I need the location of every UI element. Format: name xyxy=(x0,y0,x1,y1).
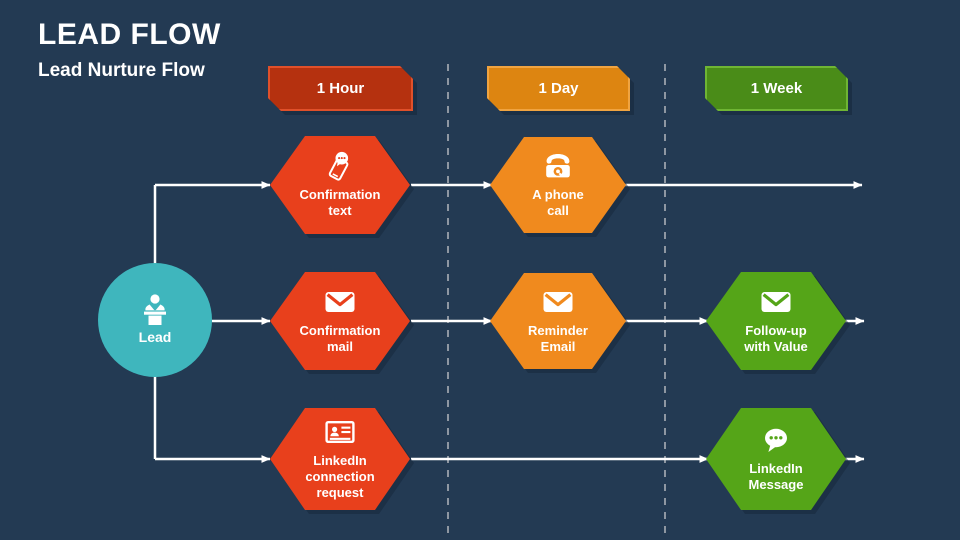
node-label: Follow-up with Value xyxy=(744,323,808,354)
node-linkedin-connection-request[interactable]: LinkedIn connection request xyxy=(270,408,410,510)
timeline-banner-label: 1 Week xyxy=(750,80,803,97)
envelope-icon xyxy=(759,287,793,317)
node-lead[interactable]: Lead xyxy=(98,263,212,377)
envelope-icon xyxy=(541,287,575,317)
node-label: Reminder Email xyxy=(528,323,588,354)
node-reminder-email[interactable]: Reminder Email xyxy=(490,273,626,369)
page-subtitle: Lead Nurture Flow xyxy=(38,60,205,81)
node-a-phone-call[interactable]: A phone call xyxy=(490,137,626,233)
node-label: LinkedIn connection request xyxy=(305,453,375,500)
page-title: LEAD FLOW xyxy=(38,18,221,51)
timeline-banner-1-day[interactable]: 1 Day xyxy=(487,66,630,111)
node-confirmation-mail[interactable]: Confirmation mail xyxy=(270,272,410,370)
phone-message-icon xyxy=(323,151,357,181)
node-confirmation-text[interactable]: Confirmation text xyxy=(270,136,410,234)
timeline-banner-1-week[interactable]: 1 Week xyxy=(705,66,848,111)
timeline-banner-label: 1 Hour xyxy=(316,80,365,97)
timeline-banner-label: 1 Day xyxy=(538,80,579,97)
node-label: Lead xyxy=(138,329,172,345)
envelope-icon xyxy=(323,287,357,317)
telephone-icon xyxy=(541,151,575,181)
timeline-banner-1-hour[interactable]: 1 Hour xyxy=(268,66,413,111)
speech-bubble-icon xyxy=(759,425,793,455)
node-label: LinkedIn Message xyxy=(748,461,804,492)
contact-card-icon xyxy=(323,417,357,447)
node-label: Confirmation text xyxy=(299,187,381,218)
node-label: A phone call xyxy=(532,187,584,218)
node-label: Confirmation mail xyxy=(299,323,381,354)
podium-person-icon xyxy=(138,294,172,325)
